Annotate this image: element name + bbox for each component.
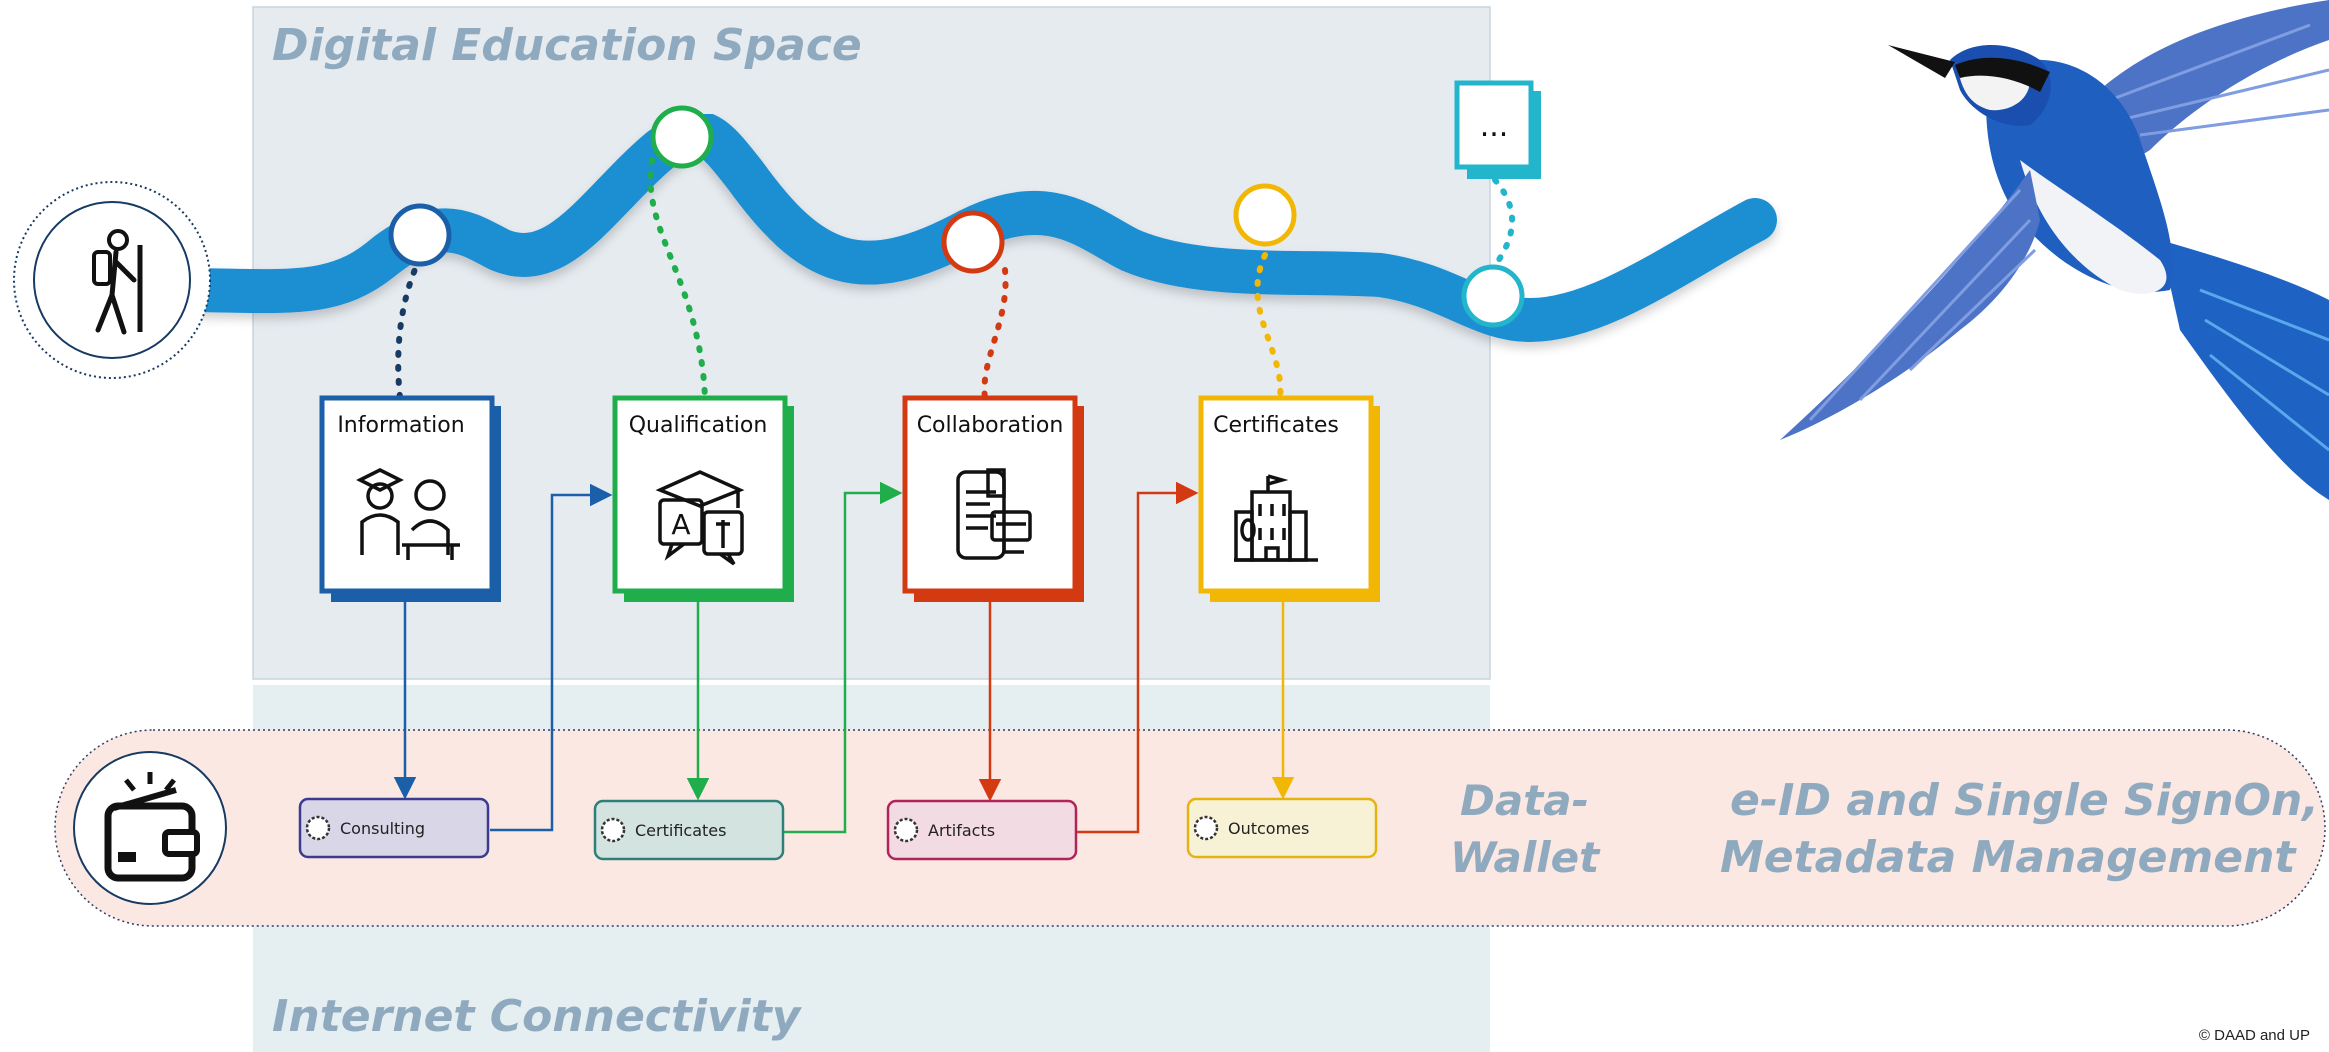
language-learning-icon: A [655,470,745,566]
connector-information [395,255,423,401]
stage-card-collaboration[interactable]: Collaboration [902,395,1084,602]
stage-card-qualification[interactable]: Qualification A [612,395,794,602]
connector-collaboration [981,267,1009,401]
arrow-artifacts-to-certificates [1075,481,1199,834]
badge-icon [893,817,919,843]
wallet-icon [73,751,227,905]
arrow-certificates-to-collaboration [784,481,903,834]
badge-icon [1193,815,1219,841]
blue-jay-icon [1780,0,2329,500]
student-teacher-icon [356,468,460,560]
connector-qualification [647,157,708,401]
arrow-consulting-to-qualification [490,483,613,832]
university-building-icon [1234,474,1318,562]
journey-node-certificates[interactable] [1233,183,1297,247]
journey-node-more[interactable] [1461,264,1525,328]
eid-sso-label: e-ID and Single SignOn, [1730,775,2319,826]
stage-title-information: Information [337,413,464,438]
wallet-item-label: Outcomes [1228,819,1309,838]
more-stages-box[interactable]: ... [1454,80,1541,179]
badge-icon [305,815,331,841]
data-wallet-label-line2: Wallet [1450,833,1601,882]
more-stages-label: ... [1480,109,1509,144]
connector-certificates [1254,252,1284,401]
wallet-item-label: Artifacts [928,821,995,840]
wallet-item-label: Certificates [635,821,726,840]
journey-node-information[interactable] [388,203,452,267]
stage-card-certificates[interactable]: Certificates [1198,395,1380,602]
documents-icon [956,468,1032,560]
stage-title-certificates: Certificates [1213,413,1339,438]
wallet-item-consulting[interactable]: Consulting [298,797,490,859]
copyright-notice: © DAAD and UP [2199,1027,2310,1044]
stage-title-collaboration: Collaboration [917,413,1064,438]
connector-more [1489,177,1515,273]
wallet-item-certificates[interactable]: Certificates [593,799,785,861]
wallet-item-label: Consulting [340,819,425,838]
stage-title-qualification: Qualification [629,413,768,438]
wallet-item-outcomes[interactable]: Outcomes [1186,797,1378,859]
stage-card-information[interactable]: Information [319,395,501,602]
hiker-icon [13,181,211,379]
badge-icon [600,817,626,843]
data-wallet-label-line1: Data- [1460,776,1589,825]
metadata-management-label: Metadata Management [1720,832,2297,883]
wallet-item-artifacts[interactable]: Artifacts [886,799,1078,861]
internet-connectivity-title: Internet Connectivity [272,991,803,1042]
journey-node-collaboration[interactable] [941,210,1005,274]
journey-node-qualification[interactable] [650,105,714,169]
digital-education-space-title: Digital Education Space [272,20,862,71]
svg-text:A: A [671,508,690,541]
